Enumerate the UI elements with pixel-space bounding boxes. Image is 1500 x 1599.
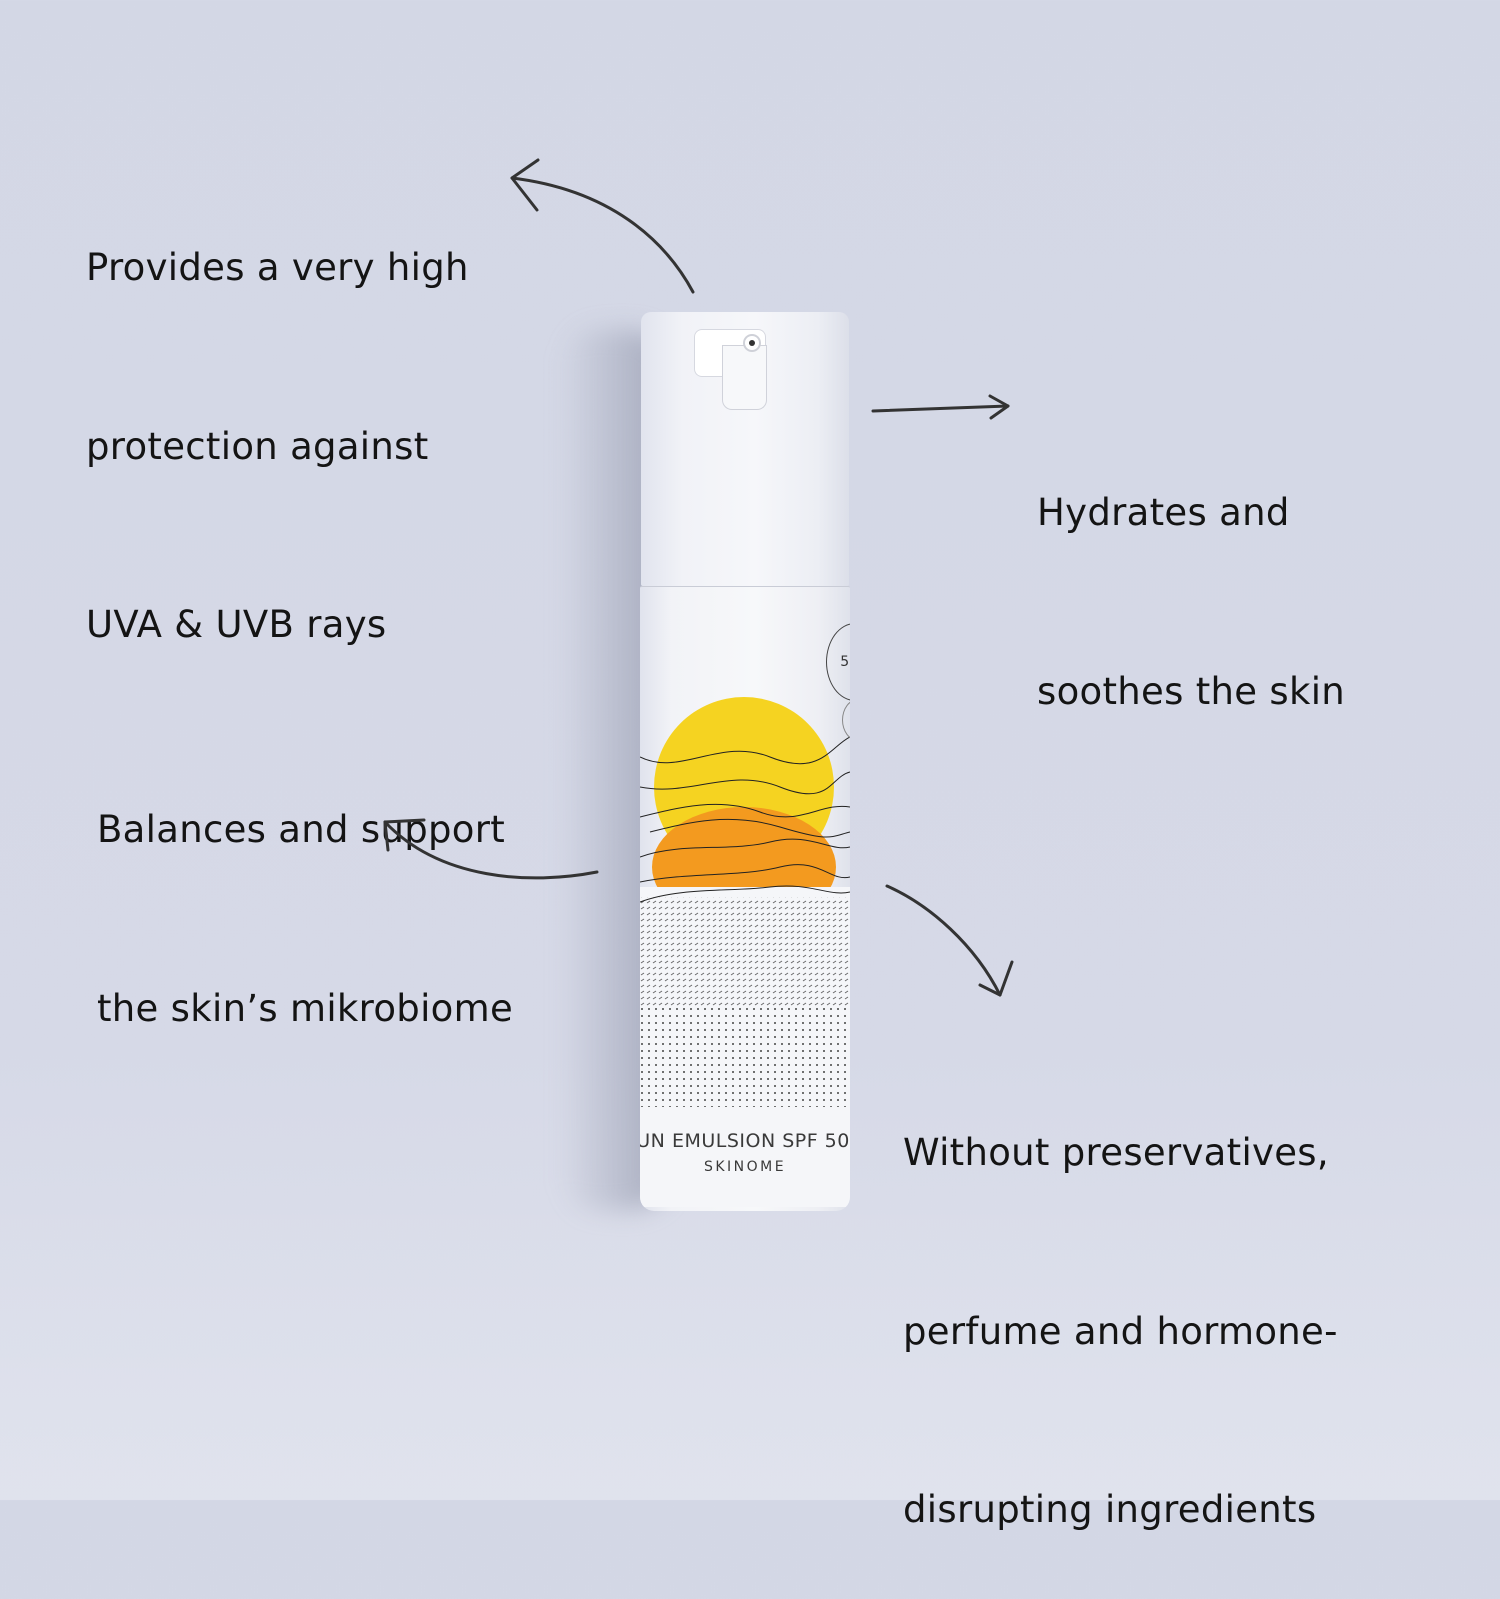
callout-line: Balances and support: [97, 808, 506, 851]
arrow-curved-down-right-icon: [885, 884, 1014, 997]
callout-line: the skin’s mikrobiome: [97, 986, 514, 1030]
nozzle-hole: [745, 336, 759, 350]
arrow-curved-up-left-icon: [510, 158, 695, 294]
callout-microbiome: Balances and support the skin’s mikrobio…: [97, 681, 513, 1098]
callout-line: Hydrates and: [1037, 491, 1290, 534]
callout-uv-protection: Provides a very high protection against …: [86, 119, 469, 714]
callout-line: Without preservatives,: [903, 1131, 1329, 1174]
arrows-layer: [383, 158, 1014, 997]
arrow-curved-left-icon: [383, 818, 599, 880]
bottle-body: SUN EMULSION SPF 50+ SKINOME 50+: [640, 586, 850, 1211]
product-name: SUN EMULSION SPF 50+: [640, 1130, 850, 1152]
floor-surface: [0, 1180, 1500, 1500]
dash-texture: [640, 897, 850, 1007]
callout-line: protection against: [86, 424, 429, 468]
dot-texture: [640, 1007, 850, 1107]
callout-hydrates: Hydrates and soothes the skin: [1037, 364, 1345, 781]
arrow-right-icon: [871, 394, 1010, 420]
callout-line: Provides a very high: [86, 246, 469, 289]
pump-slot: [722, 345, 767, 410]
callout-line: soothes the skin: [1037, 669, 1346, 713]
callout-line: UVA & UVB rays: [86, 603, 387, 646]
callout-line: perfume and hormone-: [903, 1309, 1338, 1353]
brand-name: SKINOME: [704, 1159, 786, 1175]
sunset-illustration: SUN EMULSION SPF 50+ SKINOME: [640, 697, 850, 1207]
